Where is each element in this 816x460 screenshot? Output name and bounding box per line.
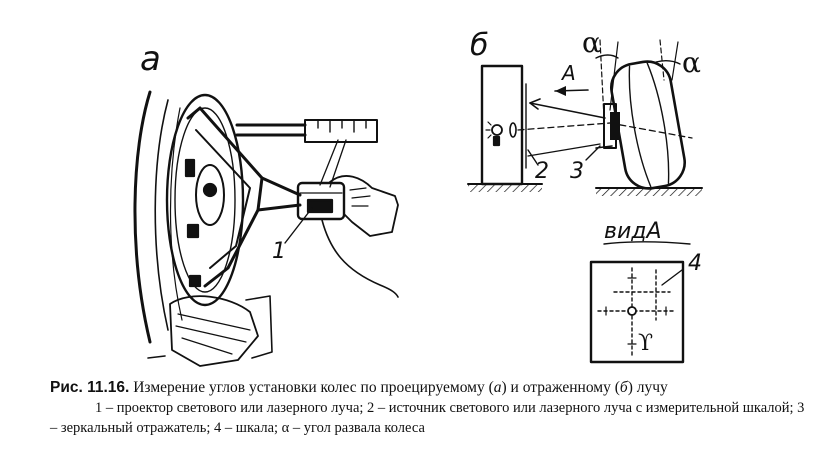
panel-b-label: б <box>470 28 489 63</box>
caption-title: Рис. 11.16. Измерение углов установки ко… <box>50 377 810 398</box>
callout-3: 3 <box>570 159 584 184</box>
projector <box>296 181 346 221</box>
caption-title-b: б <box>619 379 628 396</box>
view-a-label: видА <box>604 219 662 244</box>
angle-alpha-right: α <box>682 46 701 79</box>
tire <box>133 90 152 344</box>
caption-title-part: Измерение углов установки колес по проец… <box>129 379 494 396</box>
scale-bar <box>304 119 378 143</box>
callout-2: 2 <box>535 159 549 184</box>
callout-4: 4 <box>688 251 702 276</box>
light-source <box>491 124 503 136</box>
clamp-frame <box>186 106 264 288</box>
caption-title-part: ) и отраженному ( <box>501 379 620 396</box>
panel-a-label: а <box>140 39 161 79</box>
caption-title-part: ) лучу <box>627 379 668 396</box>
emitter-post <box>480 64 524 186</box>
arrow-a-label: А <box>560 61 576 85</box>
callout-1: 1 <box>272 239 286 264</box>
figure-number: Рис. 11.16. <box>50 379 130 396</box>
figure-drawing: а <box>133 26 703 367</box>
panel-a: а <box>133 39 399 367</box>
angle-alpha-left: α <box>582 26 601 59</box>
wheel-rim <box>165 93 245 307</box>
wheel-hub <box>195 164 225 226</box>
figure-svg: а <box>133 26 703 367</box>
caption-title-a: а <box>493 379 502 396</box>
figure-caption: Рис. 11.16. Измерение углов установки ко… <box>50 377 810 438</box>
view-a: видА 4 ϒ <box>589 219 702 364</box>
panel-b: б А <box>467 26 703 196</box>
caption-legend: 1 – проектор светового или лазерного луч… <box>50 400 805 436</box>
scale-plate <box>589 260 685 364</box>
angle-mark: ϒ <box>638 331 653 356</box>
center-spot <box>627 306 637 316</box>
hand <box>329 175 399 237</box>
